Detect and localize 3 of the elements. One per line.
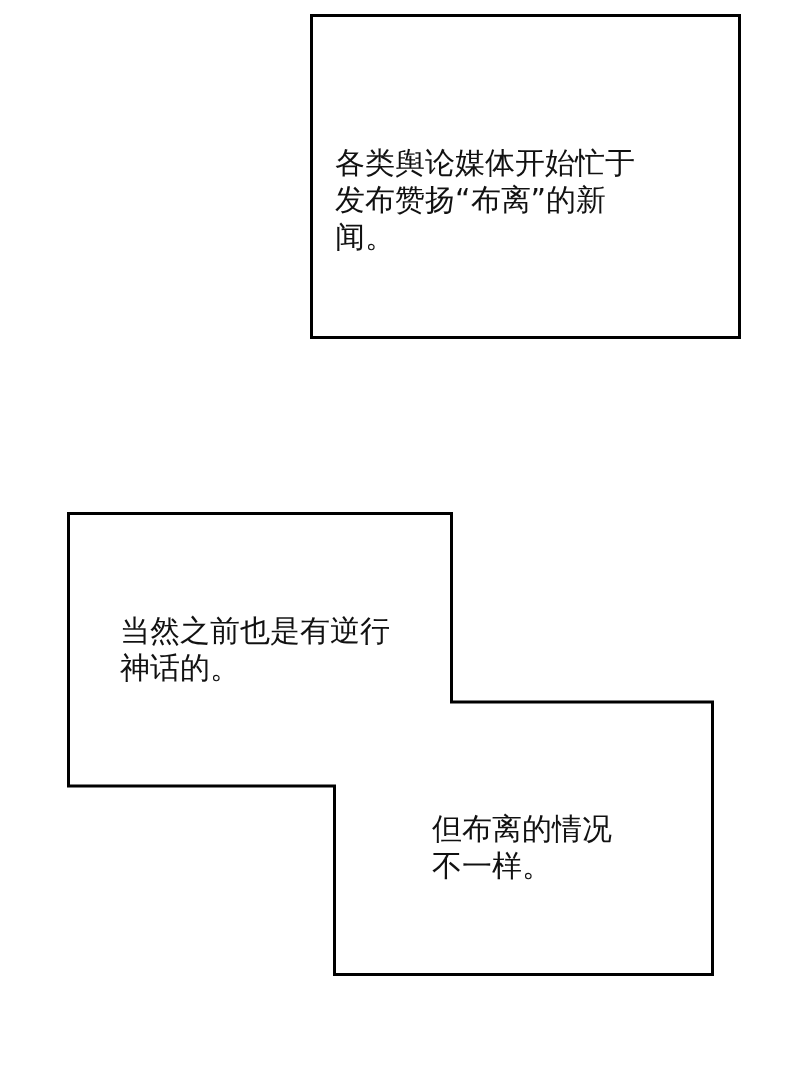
narration-text: 各类舆论媒体开始忙于发布赞扬“布离”的新闻。 [335, 144, 636, 255]
narration-text: 但布离的情况不一样。 [432, 810, 613, 884]
narration-text: 当然之前也是有逆行神话的。 [120, 612, 391, 686]
